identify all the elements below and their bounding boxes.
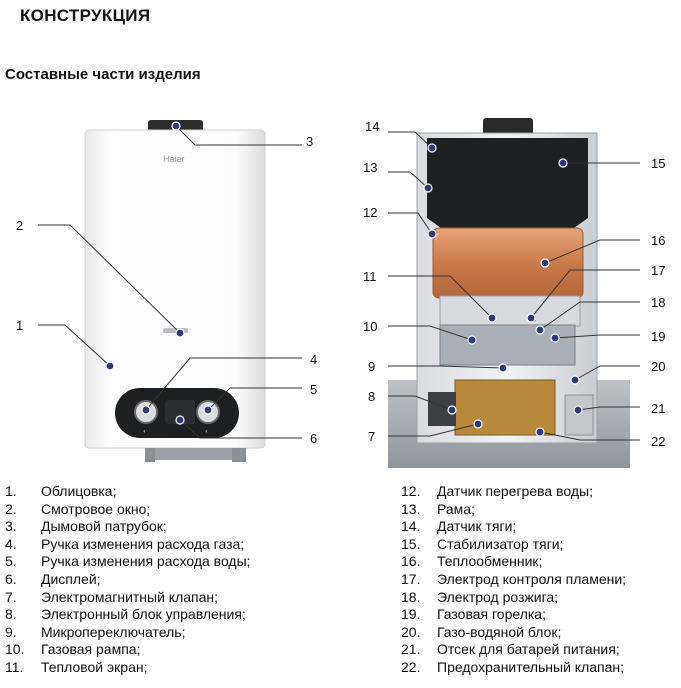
- callout-14: 14: [365, 119, 379, 134]
- fitting-right: [232, 448, 246, 462]
- callout-12: 12: [363, 205, 377, 220]
- callout-21: 21: [651, 401, 665, 416]
- fitting-left: [145, 448, 155, 462]
- callout-19: 19: [651, 329, 665, 344]
- display-window: [165, 400, 195, 424]
- legend-item: 10.Газовая рампа;: [5, 641, 141, 658]
- callout-7: 7: [368, 429, 375, 444]
- gas-knob-symbol: ◐: [143, 429, 147, 435]
- inner-callouts: 14 13 12 11 10 9 8 7 15 16 17 18 19 20 2…: [363, 119, 665, 449]
- callout-22: 22: [651, 434, 665, 449]
- legend-item: 11.Тепловой экран;: [5, 658, 148, 675]
- legend-item: 3.Дымовой патрубок;: [5, 518, 167, 535]
- callout-18: 18: [651, 295, 665, 310]
- callout-15: 15: [651, 156, 665, 171]
- callout-8: 8: [368, 389, 375, 404]
- legend-item: 8.Электронный блок управления;: [5, 606, 246, 623]
- legend-item: 2.Смотровое окно;: [5, 500, 151, 517]
- parts-legend-right: 12.Датчик перегрева воды; 13.Рама; 14.Да…: [401, 483, 626, 677]
- inner-heater: [388, 118, 630, 468]
- legend-item: 20.Газо-водяной блок;: [401, 623, 562, 640]
- callout-13: 13: [363, 160, 377, 175]
- brand-logo: Haier: [163, 154, 185, 164]
- callout-20: 20: [651, 359, 665, 374]
- callout-4: 4: [310, 352, 317, 367]
- legend-item: 9.Микропереключатель;: [5, 623, 186, 640]
- callout-1: 1: [16, 318, 23, 333]
- callout-10: 10: [363, 319, 377, 334]
- legend-item: 13.Рама;: [401, 500, 475, 517]
- legend-item: 4.Ручка изменения расхода газа;: [5, 535, 245, 552]
- callout-3: 3: [306, 134, 313, 149]
- bottom-fittings: [145, 448, 245, 460]
- battery-compartment: [564, 394, 594, 436]
- burner: [439, 324, 576, 366]
- draft-hood: [427, 138, 588, 238]
- flue-collar-inner: [483, 118, 533, 136]
- legend-item: 22.Предохранительный клапан;: [401, 658, 625, 675]
- construction-diagram: Haier ◐ ◐ 3 2 1 4 5 6: [16, 118, 665, 468]
- heat-shield: [439, 295, 581, 327]
- callout-5: 5: [310, 382, 317, 397]
- legend-item: 7.Электромагнитный клапан;: [5, 588, 219, 605]
- callout-9: 9: [368, 359, 375, 374]
- gas-water-block: [454, 379, 556, 436]
- legend-item: 21.Отсек для батарей питания;: [401, 641, 620, 658]
- legend-item: 19.Газовая горелка;: [401, 606, 546, 623]
- legend-item: 1.Облицовка;: [5, 483, 117, 499]
- legend-item: 17.Электрод контроля пламени;: [401, 570, 627, 587]
- callout-6: 6: [310, 431, 317, 446]
- legend-item: 14.Датчик тяги;: [401, 518, 517, 535]
- legend-item: 18.Электрод розжига;: [401, 588, 559, 605]
- callout-16: 16: [651, 233, 665, 248]
- legend-item: 16.Теплообменник;: [401, 553, 543, 570]
- legend-item: 15.Стабилизатор тяги;: [401, 535, 564, 552]
- callout-17: 17: [651, 263, 665, 278]
- parts-legend-left: 1.Облицовка; 2.Смотровое окно; 3.Дымовой…: [5, 483, 251, 677]
- callout-2: 2: [16, 218, 23, 233]
- legend-item: 5.Ручка изменения расхода воды;: [5, 553, 251, 570]
- callout-11: 11: [363, 269, 377, 284]
- legend-item: 6.Дисплей;: [5, 570, 101, 587]
- page-title: КОНСТРУКЦИЯ: [20, 6, 151, 25]
- front-callouts: 3 2 1 4 5 6: [16, 121, 317, 446]
- front-heater: Haier ◐ ◐: [84, 120, 266, 462]
- heat-exchanger: [432, 227, 584, 299]
- legend-item: 12.Датчик перегрева воды;: [401, 483, 593, 499]
- section-subtitle: Составные части изделия: [5, 66, 201, 83]
- water-knob-symbol: ◐: [205, 429, 209, 435]
